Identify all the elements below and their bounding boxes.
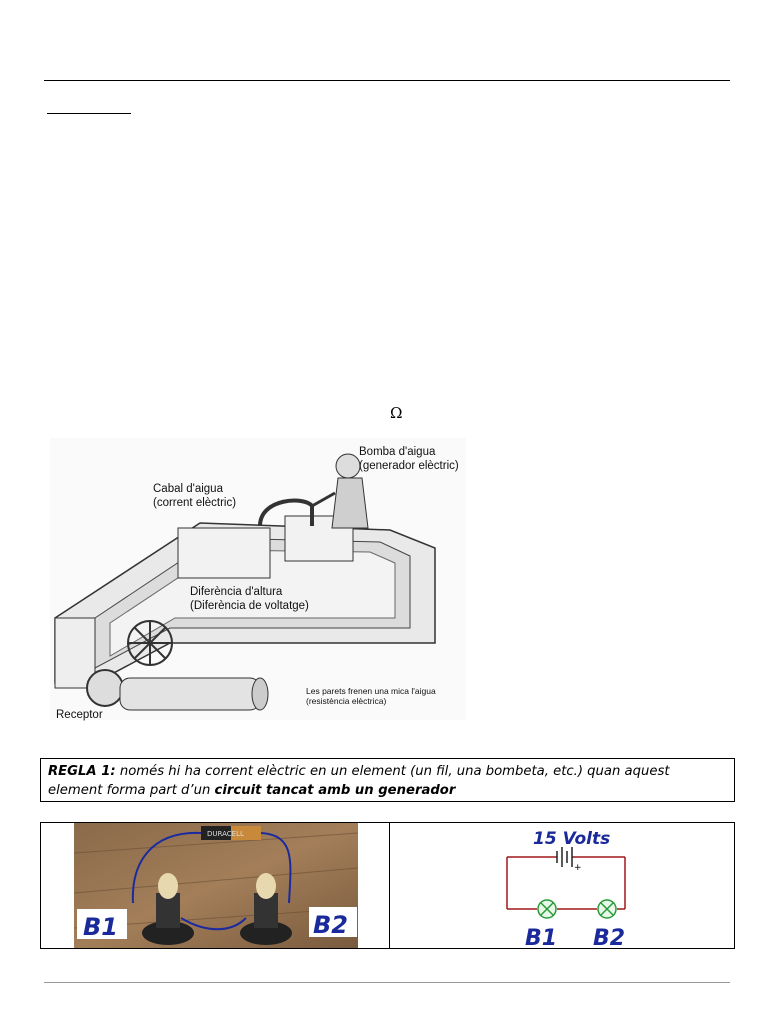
walls-label: Les parets frenen una mica l'aigua (resi… xyxy=(306,686,436,706)
rule-text: només hi ha corrent elèctric en un eleme… xyxy=(48,764,670,798)
rule-box: REGLA 1: només hi ha corrent elèctric en… xyxy=(40,758,735,802)
pump-label-line1: Bomba d'aigua xyxy=(359,446,436,458)
receptor-label: Receptor xyxy=(56,709,103,721)
rule-label: REGLA 1: xyxy=(48,764,116,779)
walls-label-line1: Les parets frenen una mica l'aigua xyxy=(306,686,436,696)
lamp-b2-symbol xyxy=(597,899,617,919)
circuit-table: DURACELL B1 B2 15 Volts xyxy=(40,822,735,949)
battery-symbol xyxy=(556,847,573,867)
height-label-line1: Diferència d'altura xyxy=(190,586,283,598)
pump-label: Bomba d'aigua (generador elèctric) xyxy=(359,445,459,473)
photo-b2-label: B2 xyxy=(313,911,348,939)
flow-label: Cabal d'aigua (corrent elèctric) xyxy=(153,482,236,510)
header-rule xyxy=(44,80,730,81)
circuit-schematic-cell: 15 Volts + xyxy=(390,823,734,948)
circuit-photo: DURACELL B1 B2 xyxy=(73,823,359,948)
battery-plus: + xyxy=(574,863,582,873)
flow-label-line2: (corrent elèctric) xyxy=(153,497,237,509)
footer-rule xyxy=(44,982,730,983)
circuit-schematic: 15 Volts + xyxy=(506,829,626,948)
pump-label-line2: (generador elèctric) xyxy=(359,460,459,472)
height-label: Diferència d'altura (Diferència de volta… xyxy=(190,585,309,613)
photo-b1-label: B1 xyxy=(83,913,118,941)
height-label-line2: (Diferència de voltatge) xyxy=(190,600,309,612)
rule-emphasis: circuit tancat amb un generador xyxy=(214,783,456,798)
schematic-voltage: 15 Volts xyxy=(533,829,610,849)
battery-label: DURACELL xyxy=(207,830,244,838)
schematic-b2-label: B2 xyxy=(593,926,625,948)
title-underline xyxy=(47,113,131,114)
water-analogy-figure: Bomba d'aigua (generador elèctric) Cabal… xyxy=(50,438,466,721)
schematic-b1-label: B1 xyxy=(525,926,557,948)
lamp-b1-symbol xyxy=(537,899,557,919)
walls-label-line2: (resistència elèctrica) xyxy=(306,696,387,706)
flow-label-line1: Cabal d'aigua xyxy=(153,483,223,495)
omega-symbol: Ω xyxy=(390,404,403,422)
water-analogy-drawing xyxy=(50,438,466,720)
circuit-photo-cell: DURACELL B1 B2 xyxy=(41,823,390,948)
